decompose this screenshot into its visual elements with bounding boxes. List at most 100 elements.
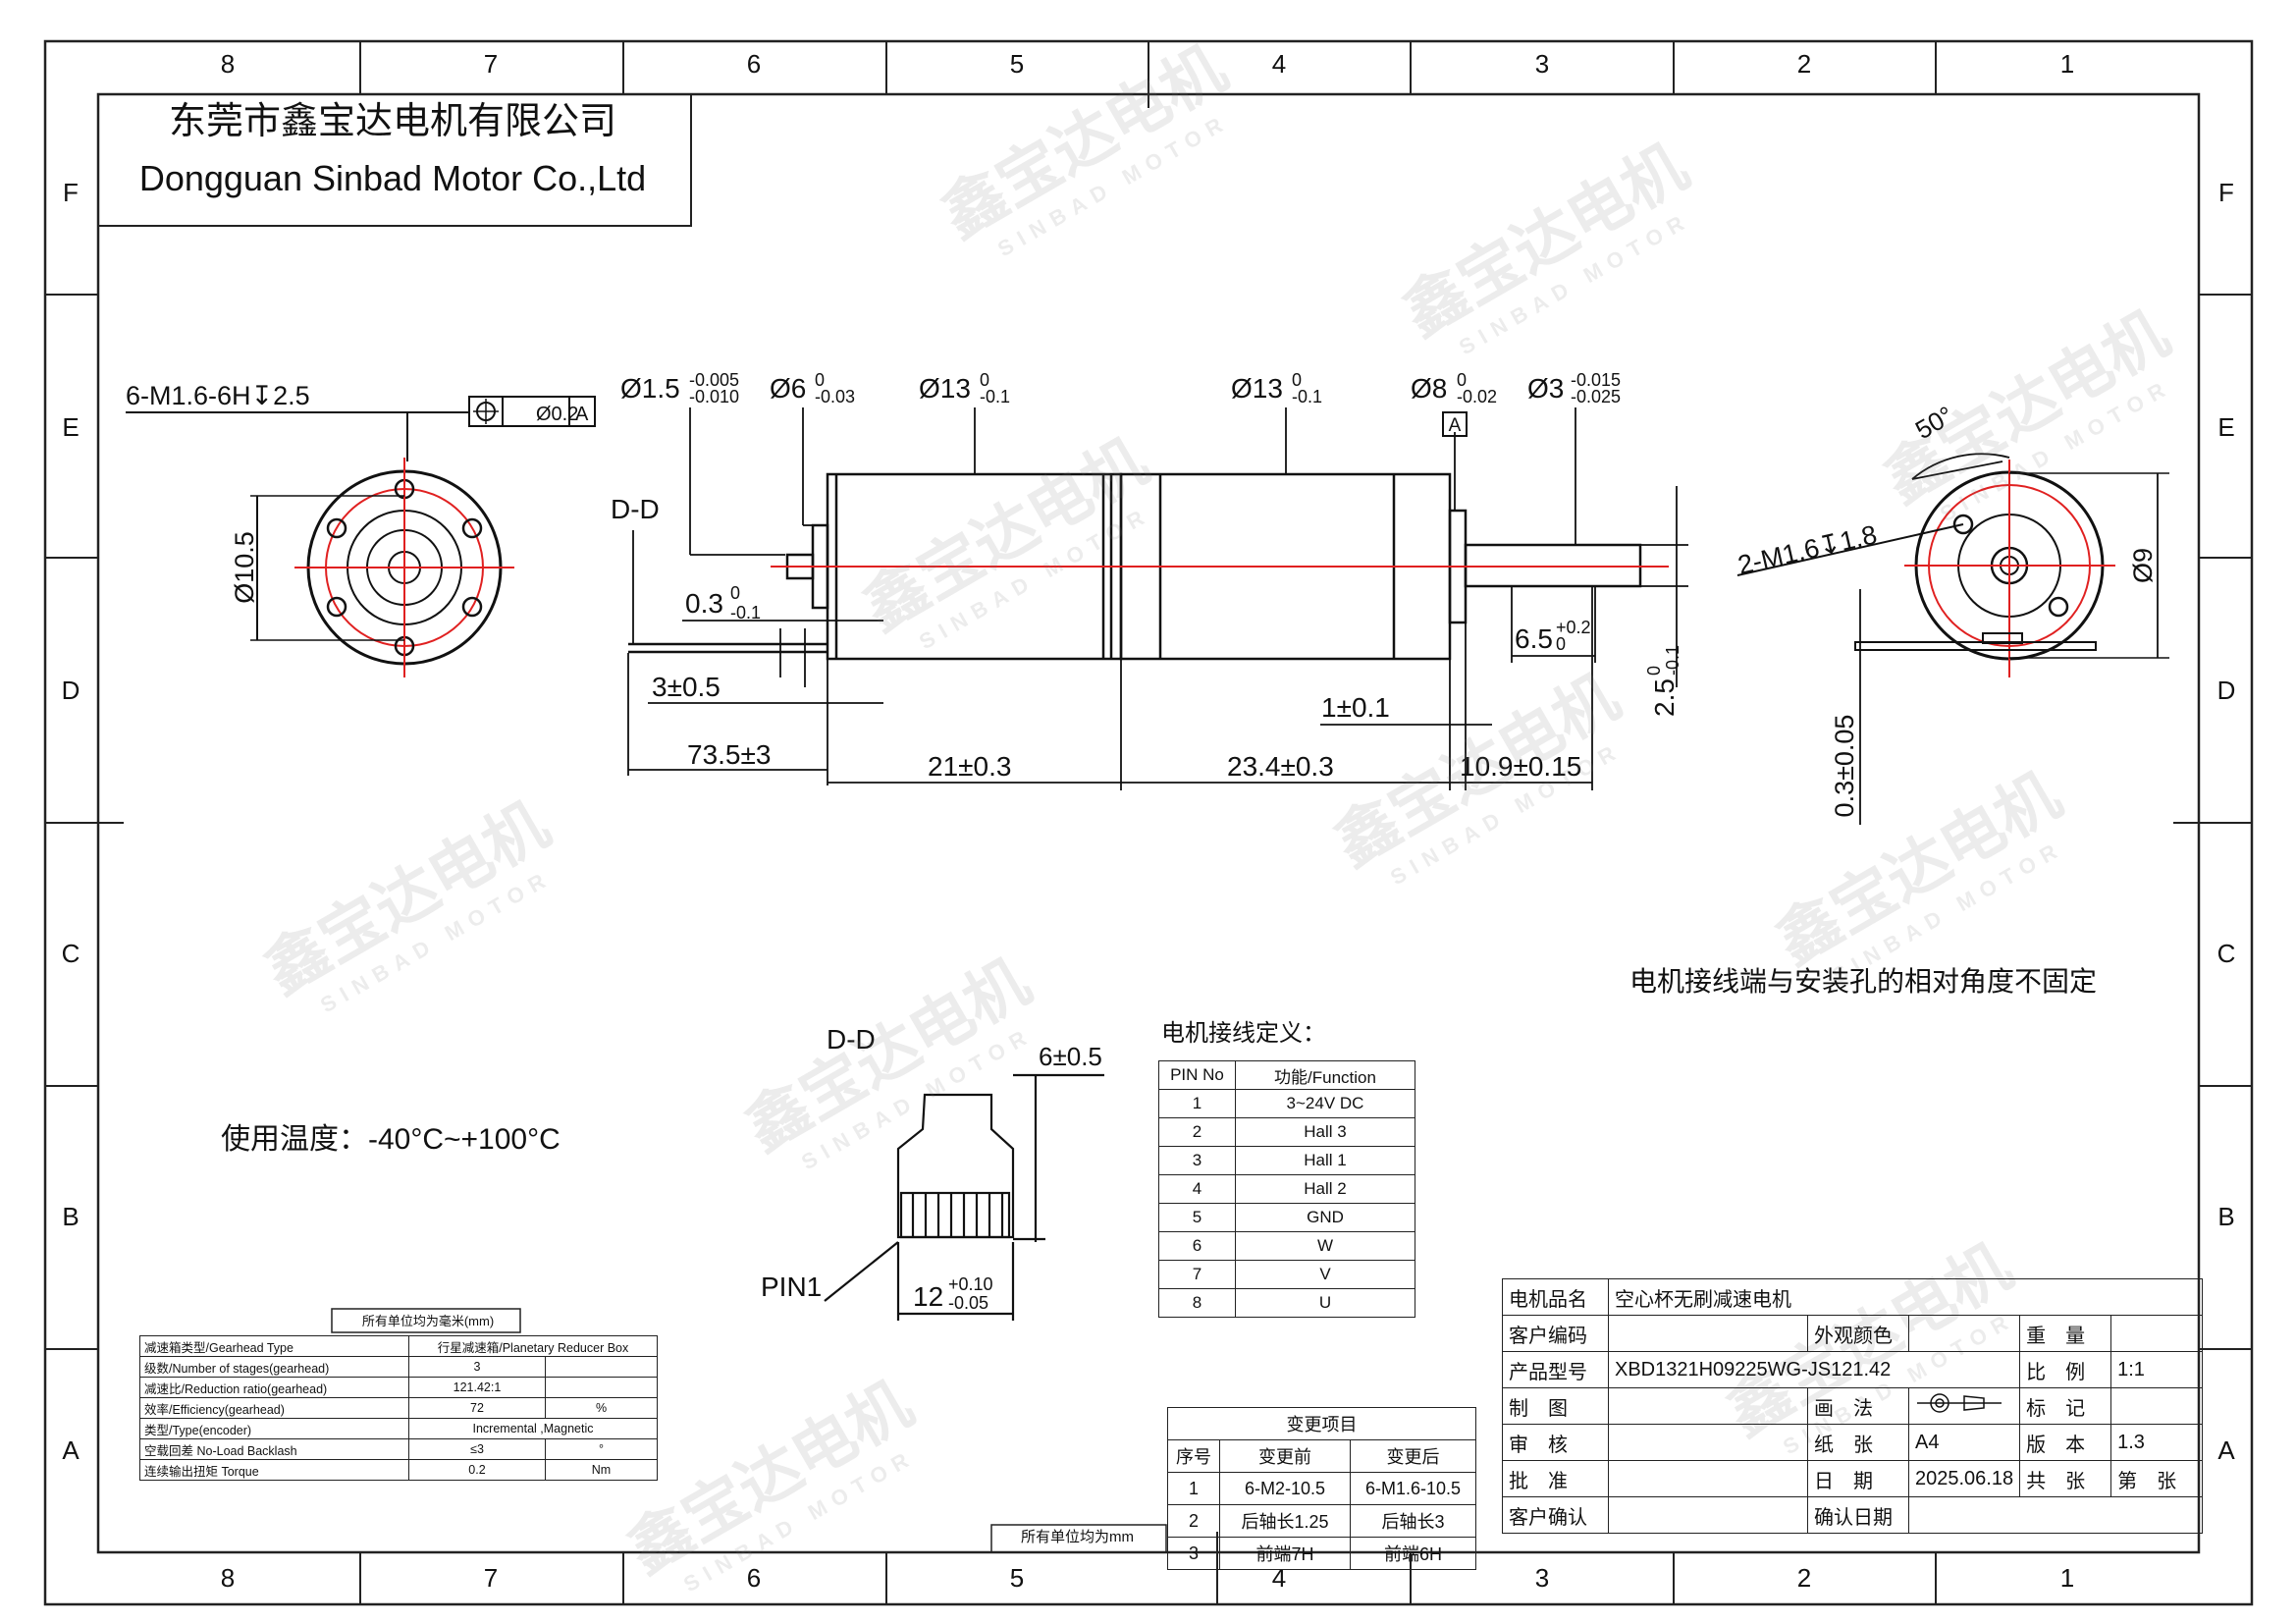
company-block: 东莞市鑫宝达电机有限公司 Dongguan Sinbad Motor Co.,L… <box>98 93 687 226</box>
tb-model: XBD1321H09225WG-JS121.42 <box>1607 1351 2021 1388</box>
revision-no: 1 <box>1167 1472 1220 1505</box>
spec-value: Incremental ,Magnetic <box>408 1418 658 1439</box>
connector-pin1: PIN1 <box>761 1272 822 1302</box>
spec-label: 空载回差 No-Load Backlash <box>139 1438 409 1460</box>
changes-units-box <box>990 1524 1167 1553</box>
tb-paper: A4 <box>1907 1424 2021 1461</box>
zone-row-label: E <box>2217 412 2234 442</box>
zone-row-label: F <box>2218 178 2234 207</box>
dim-2-5: 2.5 <box>1649 678 1680 717</box>
angle-note: 电机接线端与安装孔的相对角度不固定 <box>1629 966 2098 997</box>
spec-value: 0.2 <box>408 1459 546 1481</box>
spec-unit: ° <box>545 1438 658 1460</box>
side-datum: A <box>1449 415 1462 436</box>
table-row: 减速比/Reduction ratio(gearhead)121.42:1 <box>139 1377 658 1398</box>
pin-no: 7 <box>1158 1260 1236 1289</box>
table-row: 级数/Number of stages(gearhead)3 <box>139 1356 658 1378</box>
tb-motor-name: 空心杯无刷减速电机 <box>1607 1278 2204 1316</box>
tb-value <box>1608 1460 1808 1497</box>
revision-no: 2 <box>1167 1504 1220 1538</box>
revision-before: 后轴长1.25 <box>1219 1504 1351 1538</box>
dim-03-sup: 0 <box>730 583 740 603</box>
revision-before: 6-M2-10.5 <box>1219 1472 1351 1505</box>
spec-label: 减速箱类型/Gearhead Type <box>139 1335 409 1357</box>
zone-row-label: F <box>63 178 79 207</box>
tb-label: 比 例 <box>2019 1351 2112 1388</box>
tb-label: 确认日期 <box>1807 1496 1909 1534</box>
zone-col-label: 7 <box>484 49 498 79</box>
spec-value: 121.42:1 <box>408 1377 546 1398</box>
dim-6-5-sub: 0 <box>1556 634 1566 654</box>
tb-projection-symbol <box>1907 1387 2021 1425</box>
tb-value <box>2110 1315 2204 1352</box>
rear-dim-0-3: 0.3±0.05 <box>1830 715 1859 818</box>
dim-sup: 0 <box>1457 370 1467 390</box>
revision-after: 6-M1.6-10.5 <box>1350 1472 1476 1505</box>
rear-holes-callout: 2-M1.6↧1.8 <box>1735 519 1880 580</box>
dim-sub: -0.03 <box>815 387 855 406</box>
revision-header: 变更前 <box>1219 1439 1351 1473</box>
dim-sup: -0.005 <box>689 370 739 390</box>
zone-col-label: 6 <box>747 1563 761 1593</box>
zone-col-label: 2 <box>1797 49 1811 79</box>
company-box <box>97 93 692 227</box>
spec-value: 3 <box>408 1356 546 1378</box>
tb-label: 版 本 <box>2019 1424 2112 1461</box>
pin-function: GND <box>1235 1203 1415 1232</box>
dim-sup: 0 <box>980 370 989 390</box>
tb-value <box>1608 1387 1808 1425</box>
tb-scale: 1:1 <box>2110 1351 2204 1388</box>
pin-function: V <box>1235 1260 1415 1289</box>
pin-no: 6 <box>1158 1231 1236 1261</box>
table-row: 批 准 日 期 2025.06.18 共 张 第 张 <box>1502 1460 2204 1497</box>
tb-label: 审 核 <box>1502 1424 1609 1461</box>
connector-view <box>824 1073 1104 1321</box>
dim-21: 21±0.3 <box>928 751 1011 782</box>
connector-label: D-D <box>827 1024 876 1055</box>
dim-base: Ø8 <box>1411 373 1447 404</box>
spec-label: 类型/Type(encoder) <box>139 1418 409 1439</box>
dim-10-9: 10.9±0.15 <box>1460 751 1581 782</box>
zone-col-label: 5 <box>1010 49 1024 79</box>
dim-6-5: 6.5 <box>1515 623 1553 654</box>
zone-col-label: 8 <box>221 1563 235 1593</box>
dim-base: Ø1.5 <box>620 373 680 404</box>
table-row: 客户确认 确认日期 <box>1502 1496 2204 1534</box>
pin-no: 1 <box>1158 1089 1236 1118</box>
dim-sub: -0.1 <box>1292 387 1322 406</box>
dim-sub: -0.02 <box>1457 387 1497 406</box>
front-datum: A <box>575 404 589 425</box>
rear-diameter: Ø9 <box>2128 548 2158 583</box>
function-header: 功能/Function <box>1235 1060 1415 1090</box>
revision-after: 前端6H <box>1350 1537 1476 1570</box>
tb-value <box>1907 1315 2021 1352</box>
pin-no: 3 <box>1158 1146 1236 1175</box>
front-position-tol: Ø0.2 <box>536 404 578 425</box>
zone-row-label: E <box>62 412 79 442</box>
dim-sup: 0 <box>1292 370 1302 390</box>
pin-function: U <box>1235 1288 1415 1318</box>
pin-function: Hall 1 <box>1235 1146 1415 1175</box>
projection-icon <box>1917 1393 2002 1413</box>
zone-col-label: 1 <box>2060 49 2074 79</box>
zone-row-label: B <box>2217 1202 2234 1231</box>
dim-base: Ø13 <box>1231 373 1283 404</box>
zone-row-label: B <box>62 1202 79 1231</box>
zone-col-label: 4 <box>1272 49 1286 79</box>
table-row: 序号变更前变更后 <box>1167 1439 1476 1473</box>
zone-col-label: 7 <box>484 1563 498 1593</box>
table-row: 电机品名 空心杯无刷减速电机 <box>1502 1278 2204 1316</box>
dim-73-5: 73.5±3 <box>687 739 771 770</box>
side-dim-lines <box>627 407 1688 790</box>
dim-base: Ø6 <box>770 373 806 404</box>
dim-sub: -0.025 <box>1571 387 1621 406</box>
tb-value <box>1608 1424 1808 1461</box>
connector-dim-12-sup: +0.10 <box>948 1274 993 1294</box>
